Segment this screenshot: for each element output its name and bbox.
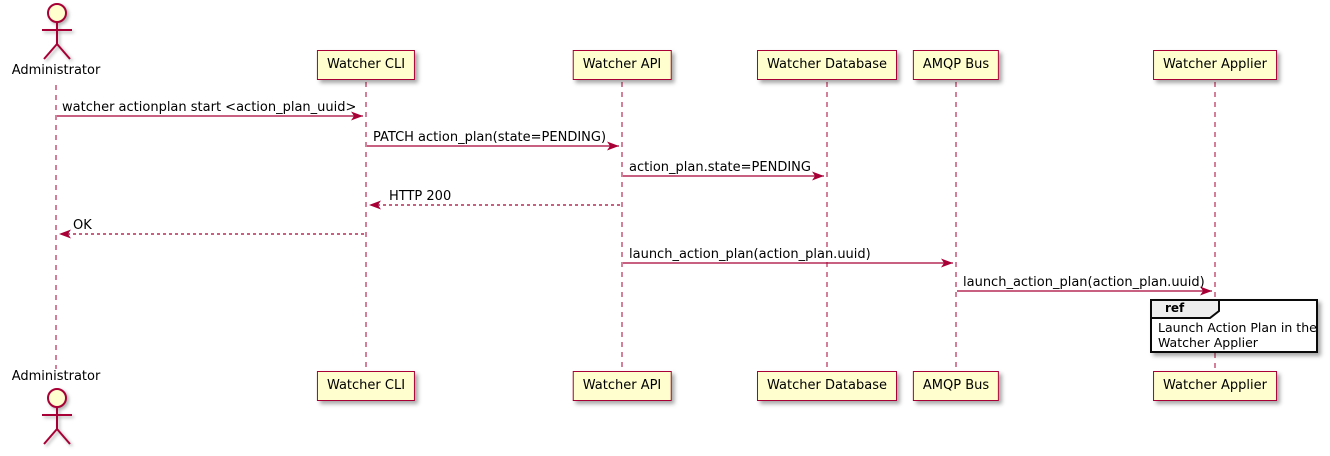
participant-box-amqp-bus-bottom: AMQP Bus — [912, 371, 1000, 401]
message-label-5: OK — [73, 218, 92, 233]
participant-box-watcher-api-bottom: Watcher API — [572, 371, 672, 401]
message-label-1: watcher actionplan start <action_plan_uu… — [62, 100, 357, 115]
actor-figure-bottom — [42, 388, 72, 445]
participant-box-watcher-applier-top: Watcher Applier — [1153, 50, 1277, 80]
participant-box-watcher-applier-bottom: Watcher Applier — [1153, 371, 1277, 401]
message-label-6: launch_action_plan(action_plan.uuid) — [629, 247, 871, 262]
lifelines — [55, 82, 1216, 370]
actor-head-icon — [47, 3, 67, 23]
actor-figure-top — [42, 3, 72, 60]
ref-keyword: ref — [1165, 301, 1185, 315]
ref-text-line-1: Launch Action Plan in the — [1158, 320, 1317, 335]
message-arrows — [57, 111, 1212, 296]
ref-pentagon-icon — [1150, 299, 1220, 319]
message-label-7: launch_action_plan(action_plan.uuid) — [963, 275, 1205, 290]
participant-box-watcher-api-top: Watcher API — [572, 50, 672, 80]
participant-box-amqp-bus-top: AMQP Bus — [912, 50, 1000, 80]
ref-fragment: ref Launch Action Plan in the Watcher Ap… — [1150, 299, 1318, 353]
message-label-2: PATCH action_plan(state=PENDING) — [373, 130, 607, 145]
actor-label-top: Administrator — [11, 63, 101, 78]
ref-text-line-2: Watcher Applier — [1158, 335, 1258, 350]
participant-box-watcher-cli-bottom: Watcher CLI — [316, 371, 416, 401]
message-label-4: HTTP 200 — [389, 189, 452, 204]
actor-label-bottom: Administrator — [11, 369, 101, 384]
participant-box-watcher-database-bottom: Watcher Database — [757, 371, 897, 401]
actor-head-icon — [47, 388, 67, 408]
participant-box-watcher-cli-top: Watcher CLI — [316, 50, 416, 80]
participant-box-watcher-database-top: Watcher Database — [757, 50, 897, 80]
message-label-3: action_plan.state=PENDING — [629, 160, 811, 175]
